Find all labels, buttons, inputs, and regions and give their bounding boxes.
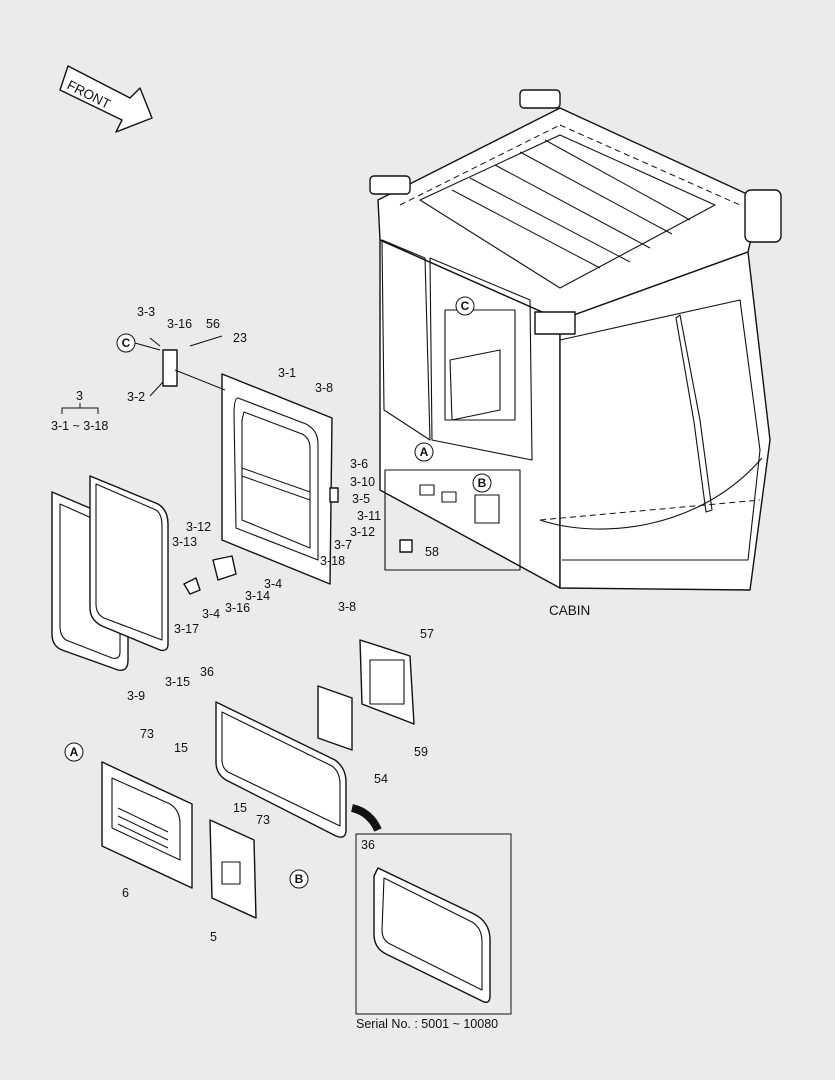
label-36b: 36 <box>361 838 375 852</box>
label-15b: 15 <box>233 801 247 815</box>
label-3-9: 3-9 <box>127 689 145 703</box>
label-3-6: 3-6 <box>350 457 368 471</box>
part-59-vent <box>359 639 415 725</box>
label-73b: 73 <box>256 813 270 827</box>
group-3-bracket: 3 3-1 ~ 3-18 <box>51 389 108 433</box>
callout-a-cabin: A <box>414 442 434 462</box>
part-6-panel <box>101 761 193 889</box>
cabin-assembly <box>369 89 782 591</box>
label-36a: 36 <box>200 665 214 679</box>
part-3-15-seal <box>89 475 169 652</box>
group-id: 3 <box>76 389 83 403</box>
label-3-8a: 3-8 <box>315 381 333 395</box>
detail-inset-box <box>355 833 512 1015</box>
label-3-4b: 3-4 <box>202 607 220 621</box>
label-57: 57 <box>420 627 434 641</box>
label-56: 56 <box>206 317 220 331</box>
label-3-7: 3-7 <box>334 538 352 552</box>
callout-a-panel: A <box>64 742 84 762</box>
callout-c-cabin: C <box>455 296 475 316</box>
label-23: 23 <box>233 331 247 345</box>
label-58: 58 <box>425 545 439 559</box>
callout-c-hinge: C <box>116 333 161 353</box>
label-54: 54 <box>374 772 388 786</box>
label-3-1: 3-1 <box>278 366 296 380</box>
label-3-8b: 3-8 <box>338 600 356 614</box>
callout-c-letter: C <box>461 299 470 313</box>
label-15a: 15 <box>174 741 188 755</box>
front-direction-arrow: FRONT <box>59 65 153 133</box>
part-5-panel <box>209 819 257 919</box>
label-3-4a: 3-4 <box>264 577 282 591</box>
label-3-12a: 3-12 <box>350 525 375 539</box>
part-54-filter <box>317 685 353 751</box>
label-3-12b: 3-12 <box>186 520 211 534</box>
label-5: 5 <box>210 930 217 944</box>
part-3-1-door <box>221 373 333 585</box>
callout-b-panel-letter: B <box>295 872 304 886</box>
label-3-14: 3-14 <box>245 589 270 603</box>
part-36-seal <box>215 701 347 838</box>
part-3-2-hinge <box>162 349 178 387</box>
callout-b-letter: B <box>478 476 487 490</box>
label-59: 59 <box>414 745 428 759</box>
label-3-17: 3-17 <box>174 622 199 636</box>
label-6: 6 <box>122 886 129 900</box>
serial-number-note: Serial No. : 5001 ~ 10080 <box>356 1017 498 1031</box>
label-3-16b: 3-16 <box>225 601 250 615</box>
label-3-16a: 3-16 <box>167 317 192 331</box>
group-range: 3-1 ~ 3-18 <box>51 419 108 433</box>
callout-b-cabin: B <box>472 473 492 493</box>
label-3-3: 3-3 <box>137 305 155 319</box>
cabin-title: CABIN <box>549 603 590 618</box>
label-3-5: 3-5 <box>352 492 370 506</box>
label-3-2: 3-2 <box>127 390 145 404</box>
label-3-10: 3-10 <box>350 475 375 489</box>
callout-c-hinge-letter: C <box>122 336 131 350</box>
part-58-clip <box>399 539 413 553</box>
label-73a: 73 <box>140 727 154 741</box>
callout-a-letter: A <box>420 445 429 459</box>
part-3-14-handle <box>212 555 237 581</box>
label-3-11: 3-11 <box>357 509 381 523</box>
label-3-15: 3-15 <box>165 675 190 689</box>
part-3-17-lever <box>183 577 201 595</box>
callout-a-panel-letter: A <box>70 745 79 759</box>
label-3-13: 3-13 <box>172 535 197 549</box>
callout-b-panel: B <box>289 869 309 889</box>
label-3-18: 3-18 <box>320 554 345 568</box>
part-3-5-latch <box>329 487 339 503</box>
